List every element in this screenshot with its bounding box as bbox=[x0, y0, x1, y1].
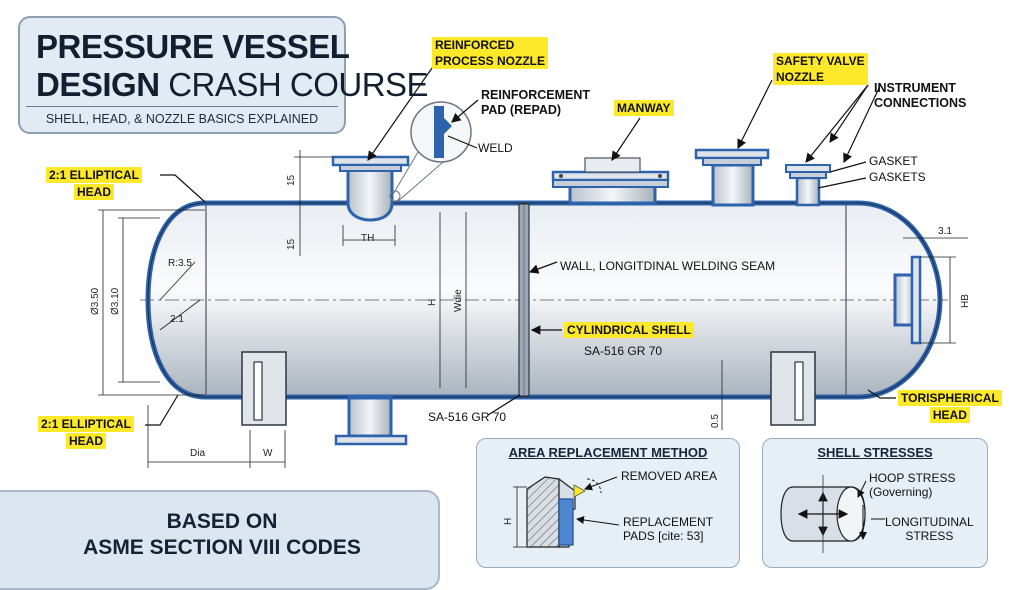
elliptical-head-bottom-label-1: 2:1 ELLIPTICAL bbox=[38, 416, 135, 432]
dim-31: 3.1 bbox=[938, 226, 952, 237]
instrument-label-1: INSTRUMENT bbox=[874, 81, 956, 95]
title-line-2-rest: CRASH COURSE bbox=[159, 66, 429, 103]
title-box: PRESSURE VESSEL DESIGN CRASH COURSE SHEL… bbox=[18, 16, 429, 134]
safety-valve-label-2: NOZZLE bbox=[773, 69, 868, 85]
safety-valve-label-1: SAFETY VALVE bbox=[773, 53, 868, 69]
area-card-title: AREA REPLACEMENT METHOD bbox=[508, 445, 708, 460]
footer-line-2: ASME SECTION VIII CODES bbox=[83, 536, 361, 559]
material-label-1: SA-516 GR 70 bbox=[584, 344, 663, 358]
dim-h: H bbox=[427, 298, 438, 306]
dimension-lines bbox=[98, 150, 968, 468]
stress-card-title: SHELL STRESSES bbox=[817, 445, 933, 460]
footer-line-1: BASED ON bbox=[166, 510, 278, 533]
title-line-2: DESIGN CRASH COURSE bbox=[36, 66, 429, 104]
dim-wdie: Wdie bbox=[453, 289, 464, 312]
repad-label-2: PAD (REPAD) bbox=[481, 103, 562, 117]
reinforced-nozzle-label-2: PROCESS NOZZLE bbox=[432, 53, 549, 69]
vessel-drawing bbox=[98, 67, 968, 468]
footer-box: BASED ON ASME SECTION VIII CODES bbox=[0, 490, 440, 590]
torispherical-head-label-2: HEAD bbox=[929, 407, 970, 423]
repad-detail bbox=[389, 101, 472, 203]
replacement-pads-label-1: REPLACEMENT bbox=[623, 515, 714, 529]
reinforced-nozzle-label-1: REINFORCED bbox=[432, 37, 549, 53]
saddle-left bbox=[241, 351, 287, 426]
elliptical-head-top-label-2: HEAD bbox=[74, 184, 115, 200]
dim-15-top: 15 bbox=[286, 174, 297, 186]
hoop-stress-label-2: (Governing) bbox=[869, 485, 933, 499]
safety-valve-nozzle bbox=[694, 148, 770, 207]
side-nozzle bbox=[893, 255, 922, 345]
replacement-pads-label-2: PADS [cite: 53] bbox=[623, 529, 704, 543]
dim-od310: Ø3.10 bbox=[110, 287, 121, 315]
dim-15-bottom: 15 bbox=[286, 238, 297, 250]
area-card-diagram bbox=[513, 476, 620, 548]
title-line-2-bold: DESIGN bbox=[36, 66, 160, 103]
weld-label: WELD bbox=[478, 141, 513, 155]
title-line-1: PRESSURE VESSEL bbox=[36, 28, 350, 65]
saddle-right bbox=[770, 351, 816, 426]
gasket-label: GASKET bbox=[869, 154, 918, 168]
gaskets-label: GASKETS bbox=[869, 170, 926, 184]
longitudinal-stress-label-2: STRESS bbox=[905, 529, 954, 543]
material-label-2: SA-516 GR 70 bbox=[428, 410, 507, 424]
repad-label: REINFORCEMENT PAD (REPAD) bbox=[481, 88, 590, 118]
torispherical-head-label-1: TORISPHERICAL bbox=[898, 390, 1002, 406]
torispherical-head-label: TORISPHERICAL HEAD bbox=[898, 390, 1002, 424]
dim-th: TH bbox=[361, 233, 375, 244]
manway-label: MANWAY bbox=[614, 100, 674, 116]
longitudinal-stress-label-1: LONGITUDINAL bbox=[885, 515, 974, 529]
dim-od350: Ø3.50 bbox=[90, 287, 101, 315]
elliptical-head-top-label: 2:1 ELLIPTICAL HEAD bbox=[46, 167, 143, 201]
hoop-stress-label-1: HOOP STRESS bbox=[869, 471, 956, 485]
longitudinal-stress-label: LONGITUDINAL STRESS bbox=[885, 515, 974, 543]
instrument-label: INSTRUMENT CONNECTIONS bbox=[874, 81, 966, 111]
hoop-stress-label: HOOP STRESS (Governing) bbox=[869, 471, 955, 499]
dim-hb: HB bbox=[960, 294, 971, 308]
removed-area-label: REMOVED AREA bbox=[621, 469, 718, 483]
instrument-label-2: CONNECTIONS bbox=[874, 96, 967, 110]
elliptical-head-bottom-label-2: HEAD bbox=[66, 433, 107, 449]
dim-05: 0.5 bbox=[710, 414, 721, 428]
elliptical-head-top-label-1: 2:1 ELLIPTICAL bbox=[46, 167, 143, 183]
manway bbox=[551, 157, 670, 205]
leader-lines bbox=[145, 67, 896, 426]
instrument-connection bbox=[785, 164, 831, 207]
wall-seam-label: WALL, LONGITDINAL WELDING SEAM bbox=[560, 259, 776, 273]
dim-w: W bbox=[263, 448, 273, 459]
cylindrical-shell-label: CYLINDRICAL SHELL bbox=[564, 322, 694, 338]
repad-label-1: REINFORCEMENT bbox=[481, 88, 591, 102]
shell-stresses-card: SHELL STRESSES HOOP STRESS (Governing) L… bbox=[762, 438, 988, 568]
reinforced-nozzle-label: REINFORCED PROCESS NOZZLE bbox=[432, 37, 549, 69]
subtitle: SHELL, HEAD, & NOZZLE BASICS EXPLAINED bbox=[26, 106, 338, 129]
area-replacement-card: AREA REPLACEMENT METHOD H REMOVED AREA R… bbox=[476, 438, 740, 568]
bottom-nozzle bbox=[334, 396, 408, 446]
replacement-pads-label: REPLACEMENT PADS [cite: 53] bbox=[623, 515, 713, 543]
area-card-h: H bbox=[503, 517, 514, 525]
safety-valve-label: SAFETY VALVE NOZZLE bbox=[773, 53, 868, 85]
elliptical-head-bottom-label: 2:1 ELLIPTICAL HEAD bbox=[38, 416, 135, 450]
dim-ratio: 2:1 bbox=[170, 314, 184, 325]
dim-dia: Dia bbox=[190, 448, 206, 459]
stress-card-diagram bbox=[780, 475, 885, 553]
dim-r35: R:3.5 bbox=[168, 258, 192, 269]
